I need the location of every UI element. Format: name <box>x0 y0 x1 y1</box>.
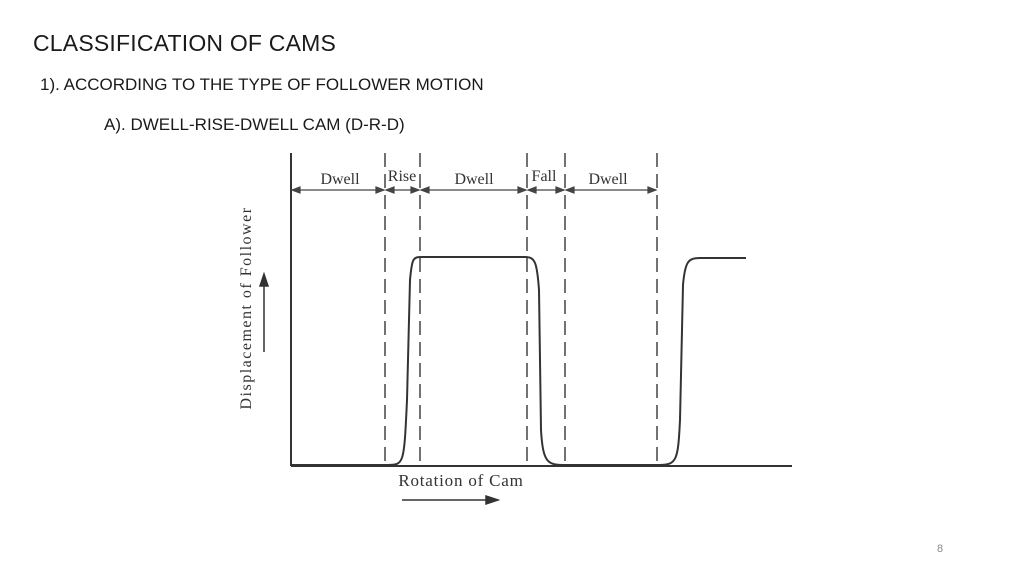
segment-label-dwell-1: Dwell <box>320 171 360 188</box>
x-axis-direction-arrow <box>402 494 501 506</box>
y-axis-direction-arrow <box>258 271 270 352</box>
page-number: 8 <box>937 543 944 555</box>
slide-subsubtitle: A). DWELL-RISE-DWELL CAM (D-R-D) <box>104 115 405 134</box>
dimension-arrow-dwell-3 <box>564 186 658 194</box>
dimension-arrow-rise <box>384 186 421 194</box>
segment-label-fall: Fall <box>532 168 557 185</box>
dimension-arrow-fall <box>526 186 566 194</box>
y-axis-label: Displacement of Follower <box>238 206 255 409</box>
x-axis-label: Rotation of Cam <box>398 471 523 490</box>
slide-title: CLASSIFICATION OF CAMS <box>33 30 337 56</box>
slide-subtitle: 1). ACCORDING TO THE TYPE OF FOLLOWER MO… <box>40 75 484 94</box>
dimension-arrow-dwell-2 <box>419 186 528 194</box>
displacement-curve <box>291 256 746 466</box>
segment-label-rise: Rise <box>388 168 416 185</box>
segment-label-dwell-2: Dwell <box>454 171 494 188</box>
dimension-arrow-dwell-1 <box>290 186 386 194</box>
segment-label-dwell-3: Dwell <box>588 171 628 188</box>
